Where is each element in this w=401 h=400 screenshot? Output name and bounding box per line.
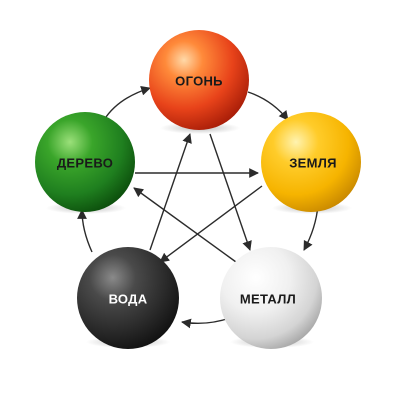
sphere-wood: ДЕРЕВО — [35, 112, 135, 212]
fire-label: ОГОНЬ — [175, 73, 223, 88]
sphere-earth: ЗЕМЛЯ — [261, 112, 361, 212]
arrow-fire-to-earth — [247, 91, 289, 121]
arrow-earth-to-water — [159, 185, 263, 263]
earth-sphere-shape — [261, 112, 361, 212]
arrow-wood-to-fire — [103, 85, 151, 121]
wood-sphere-shape — [35, 112, 135, 212]
sphere-water: ВОДА — [77, 247, 179, 349]
metal-sphere-shape — [220, 247, 322, 349]
controlling-cycle-arrows — [133, 133, 263, 263]
fire-sphere-shape — [149, 30, 249, 130]
wood-label: ДЕРЕВО — [57, 155, 113, 170]
water-sphere-shape — [77, 247, 179, 349]
arrow-fire-to-metal — [209, 133, 252, 251]
arrow-metal-to-water — [181, 317, 231, 329]
arrow-water-to-fire — [149, 133, 192, 251]
sphere-metal: МЕТАЛЛ — [220, 247, 322, 349]
earth-label: ЗЕМЛЯ — [289, 155, 337, 170]
water-label: ВОДА — [109, 291, 148, 306]
arrow-water-to-wood — [77, 209, 93, 253]
arrow-metal-to-wood — [133, 187, 237, 263]
sphere-fire: ОГОНЬ — [149, 30, 249, 130]
metal-label: МЕТАЛЛ — [240, 291, 296, 306]
